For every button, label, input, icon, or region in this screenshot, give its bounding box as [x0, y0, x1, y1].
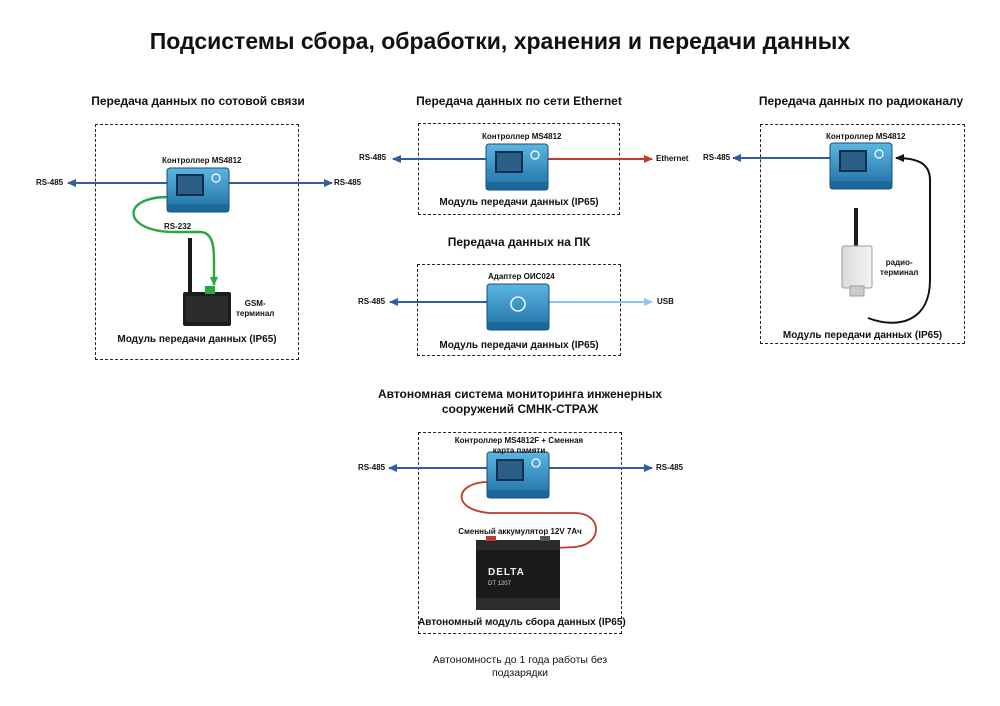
autonomous-left-port-label: RS-485: [358, 463, 386, 472]
autonomy-note: Автономность до 1 года работы без подзар…: [432, 654, 608, 679]
ethernet-heading: Передача данных по сети Ethernet: [416, 94, 622, 108]
autonomous-heading: Автономная система мониторинга инженерны…: [377, 387, 663, 416]
pc-module-label: Модуль передачи данных (IP65): [439, 340, 599, 351]
gsm-terminal-label: GSM- терминал: [236, 299, 275, 318]
radio-module-label: Модуль передачи данных (IP65): [782, 330, 943, 341]
battery-device: [476, 536, 560, 610]
radio-links: [732, 154, 931, 324]
ethernet-module-label: Модуль передачи данных (IP65): [439, 197, 599, 208]
adapter-label: Адаптер ОИС024: [488, 272, 555, 281]
cellular-right-port-label: RS-485: [334, 178, 362, 187]
battery-label: Сменный аккумулятор 12V 7Ач: [458, 527, 582, 536]
ethernet-controller-device: [485, 143, 549, 191]
autonomous-module-label: Автономный модуль сбора данных (IP65): [418, 617, 626, 628]
pc-heading: Передача данных на ПК: [447, 235, 591, 249]
ethernet-right-port-label: Ethernet: [656, 154, 689, 163]
gsm-terminal-device: [183, 238, 231, 326]
ethernet-left-port-label: RS-485: [359, 153, 387, 162]
pc-module-box: [417, 264, 621, 356]
cellular-controller-label: Контроллер MS4812: [162, 156, 242, 165]
cellular-module-box: [95, 124, 299, 360]
radio-terminal-device: [841, 208, 873, 297]
ethernet-controller-label: Контроллер MS4812: [482, 132, 562, 141]
cellular-heading: Передача данных по сотовой связи: [91, 94, 305, 108]
cellular-links: [67, 179, 333, 286]
autonomous-right-port-label: RS-485: [656, 463, 684, 472]
rs232-label: RS-232: [164, 222, 192, 231]
autonomous-module-box: [418, 432, 622, 634]
cellular-controller-device: [166, 167, 230, 213]
autonomous-controller-device: [486, 451, 550, 499]
battery-model-text: DT 1207: [488, 581, 511, 587]
adapter-device: [486, 283, 550, 331]
page-title: Подсистемы сбора, обработки, хранения и …: [149, 28, 851, 54]
radio-controller-device: [829, 142, 893, 190]
battery-brand-text: DELTA: [488, 567, 525, 578]
radio-module-box: [760, 124, 965, 344]
ethernet-module-box: [418, 123, 620, 215]
radio-left-port-label: RS-485: [703, 153, 731, 162]
cellular-module-label: Модуль передачи данных (IP65): [117, 334, 277, 345]
pc-right-port-label: USB: [657, 297, 674, 306]
radio-heading: Передача данных по радиоканалу: [758, 94, 964, 108]
radio-controller-label: Контроллер MS4812: [826, 132, 906, 141]
cellular-left-port-label: RS-485: [36, 178, 64, 187]
pc-left-port-label: RS-485: [358, 297, 386, 306]
autonomous-controller-label: Контроллер MS4812F + Сменная карта памят…: [454, 436, 584, 455]
radio-terminal-label: радио- терминал: [880, 258, 919, 277]
autonomous-links: [388, 464, 653, 549]
